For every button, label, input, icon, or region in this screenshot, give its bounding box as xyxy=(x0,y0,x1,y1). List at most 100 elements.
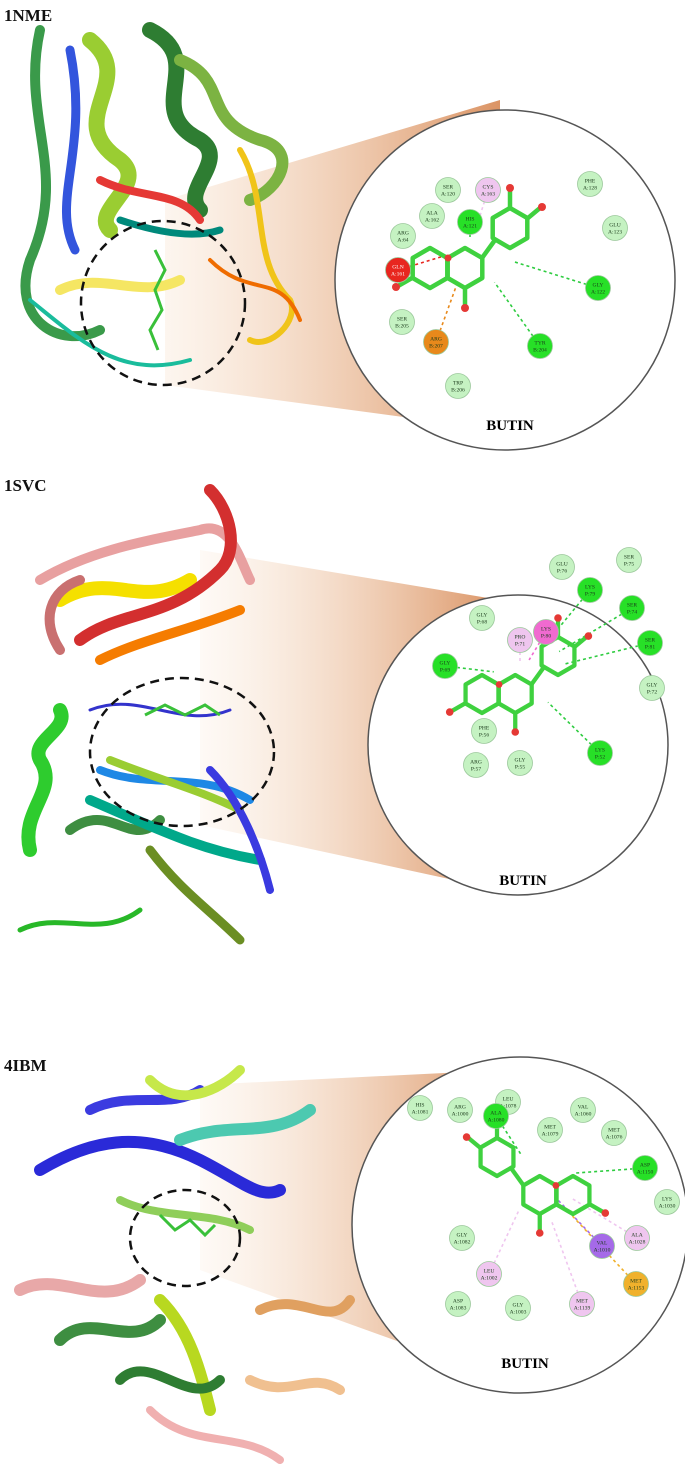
residue-label: A:1080 xyxy=(488,1118,505,1124)
interaction-line xyxy=(435,280,459,343)
ligand-name: BUTIN xyxy=(501,1356,549,1372)
residue-label: P:81 xyxy=(645,645,655,651)
butin-structure xyxy=(445,614,593,736)
residue-label: LYS xyxy=(585,585,595,591)
residue-label: P:57 xyxy=(471,767,481,773)
residue-bubble xyxy=(632,1155,658,1181)
residue-label: B:207 xyxy=(429,344,443,350)
pdb-id-title: 1SVC xyxy=(4,476,47,495)
interaction-diagram-circle xyxy=(334,109,676,451)
residue-label: GLY xyxy=(515,758,526,764)
residue-label: MET xyxy=(576,1299,588,1305)
residue-label: A:163 xyxy=(481,192,495,198)
residue-bubble xyxy=(639,675,665,701)
residue-label: P:68 xyxy=(477,620,487,626)
residue-label: GLY xyxy=(593,283,604,289)
residue-label: MET xyxy=(544,1125,556,1131)
residue-label: PHE xyxy=(479,726,490,732)
residue-label: P:79 xyxy=(585,592,595,598)
residue-label: PHE xyxy=(585,179,596,185)
ligand-stick xyxy=(144,703,221,717)
residue-label: SER xyxy=(397,317,408,323)
residue-bubble xyxy=(423,329,449,355)
residue-label: A:1002 xyxy=(481,1276,498,1282)
residue-bubble xyxy=(654,1189,680,1215)
residue-label: A:1000 xyxy=(452,1112,469,1118)
butin-structure xyxy=(392,184,546,312)
residue-label: A:120 xyxy=(441,192,455,198)
residue-bubble xyxy=(445,1291,471,1317)
residue-label: A:1081 xyxy=(412,1110,429,1116)
residue-label: GLY xyxy=(647,683,658,689)
residue-label: A:1028 xyxy=(629,1240,646,1246)
residue-label: A:1082 xyxy=(454,1240,471,1246)
residue-label: LEU xyxy=(484,1269,495,1275)
residue-bubble xyxy=(385,257,411,283)
residue-label: A:122 xyxy=(591,290,605,296)
interaction-line xyxy=(565,642,651,665)
residue-label: A:64 xyxy=(397,238,408,244)
interaction-line xyxy=(558,607,633,653)
residue-label: TRP xyxy=(453,381,463,387)
residue-bubble xyxy=(457,209,483,235)
residue-label: A:1153 xyxy=(628,1286,645,1292)
residue-label: SER xyxy=(645,638,656,644)
residue-bubble xyxy=(577,171,603,197)
protein-ribbon xyxy=(20,22,302,368)
residue-bubble xyxy=(449,1225,475,1251)
residue-bubble xyxy=(537,1117,563,1143)
residue-label: A:1083 xyxy=(450,1306,467,1312)
residue-label: CYS xyxy=(483,185,494,191)
residue-label: PRO xyxy=(515,635,526,641)
residue-label: GLY xyxy=(477,613,488,619)
residue-bubble xyxy=(569,1291,595,1317)
residue-label: LYS xyxy=(595,748,605,754)
binding-site-circle xyxy=(88,676,276,828)
residue-label: A:121 xyxy=(463,224,477,230)
interaction-diagram-circle xyxy=(351,1056,685,1394)
residue-label: P:52 xyxy=(595,755,605,761)
residue-bubble xyxy=(637,630,663,656)
residue-bubble xyxy=(471,718,497,744)
residue-label: ARG xyxy=(430,337,442,343)
residue-label: A:123 xyxy=(608,230,622,236)
residue-label: P:71 xyxy=(515,642,525,648)
residue-bubble xyxy=(507,627,533,653)
residue-bubble xyxy=(432,653,458,679)
residue-bubble xyxy=(476,1261,502,1287)
interaction-line xyxy=(570,1197,638,1239)
residue-label: GLY xyxy=(513,1303,524,1309)
residue-bubble xyxy=(475,177,501,203)
residue-bubble xyxy=(616,547,642,573)
residue-label: A:1060 xyxy=(575,1112,592,1118)
residue-bubble xyxy=(463,752,489,778)
residue-bubble xyxy=(570,1097,596,1123)
residue-bubble xyxy=(577,577,603,603)
